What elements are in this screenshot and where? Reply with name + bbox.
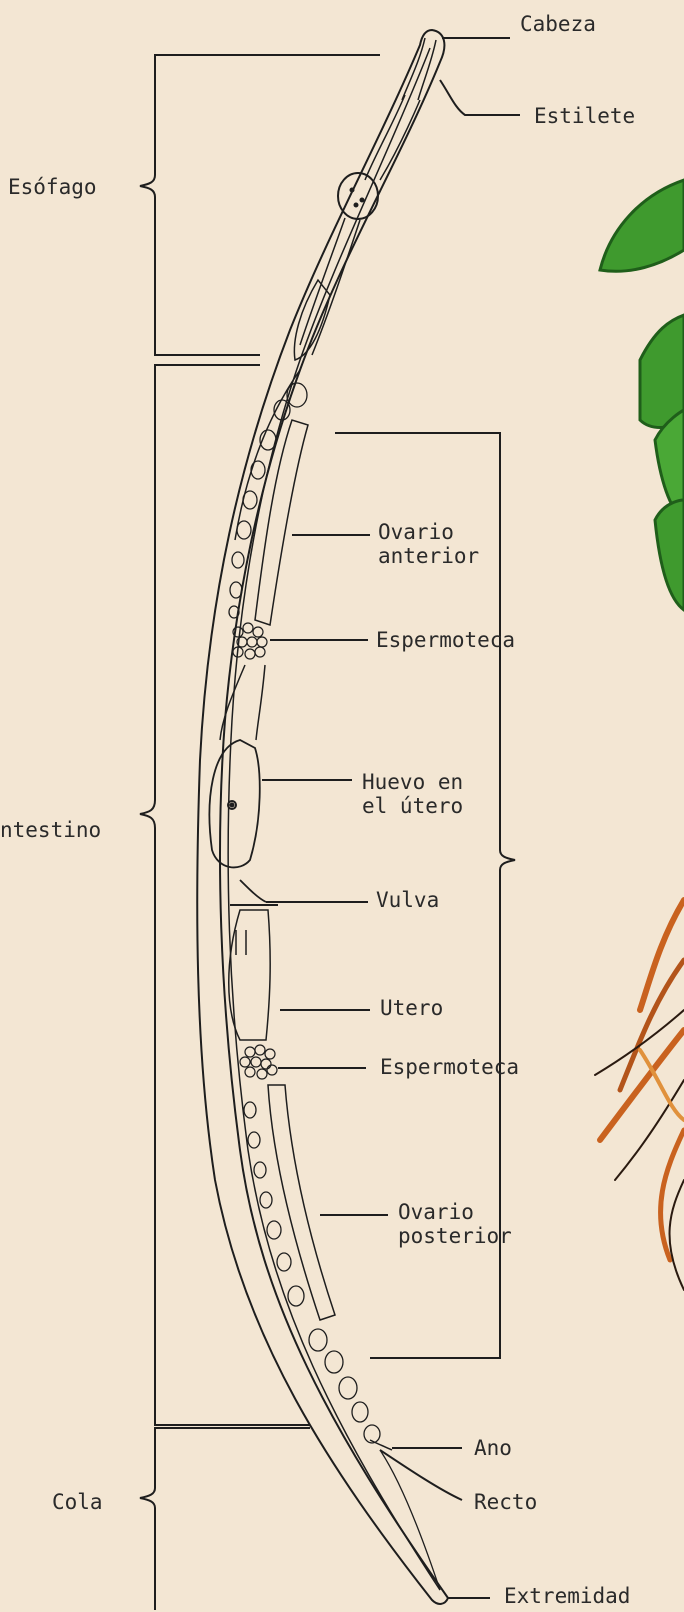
root-illustration [595,900,684,1290]
label-posterior-ovary: Ovario posterior [398,1200,512,1248]
bracket-esophagus [140,55,380,355]
bracket-tail [140,1428,310,1610]
leader-stylet [440,80,520,115]
label-tip: Extremidad [504,1584,630,1608]
label-tail: Cola [52,1490,103,1514]
bracket-intestine [140,365,310,1425]
label-spermatheca-1: Espermoteca [376,628,515,652]
label-spermatheca-2: Espermoteca [380,1055,519,1079]
leaf-illustration [600,180,684,610]
label-esophagus: Esófago [8,175,97,199]
label-anus: Ano [474,1436,512,1460]
leader-lines [262,38,520,1598]
label-uterus: Utero [380,996,443,1020]
label-intestine: ntestino [0,818,101,842]
leader-rectum [380,1450,462,1500]
label-egg-in-uterus: Huevo en el útero [362,770,463,818]
label-rectum: Recto [474,1490,537,1514]
label-head: Cabeza [520,12,596,36]
label-anterior-ovary: Ovario anterior [378,520,479,568]
label-vulva: Vulva [376,888,439,912]
label-stylet: Estilete [534,104,635,128]
